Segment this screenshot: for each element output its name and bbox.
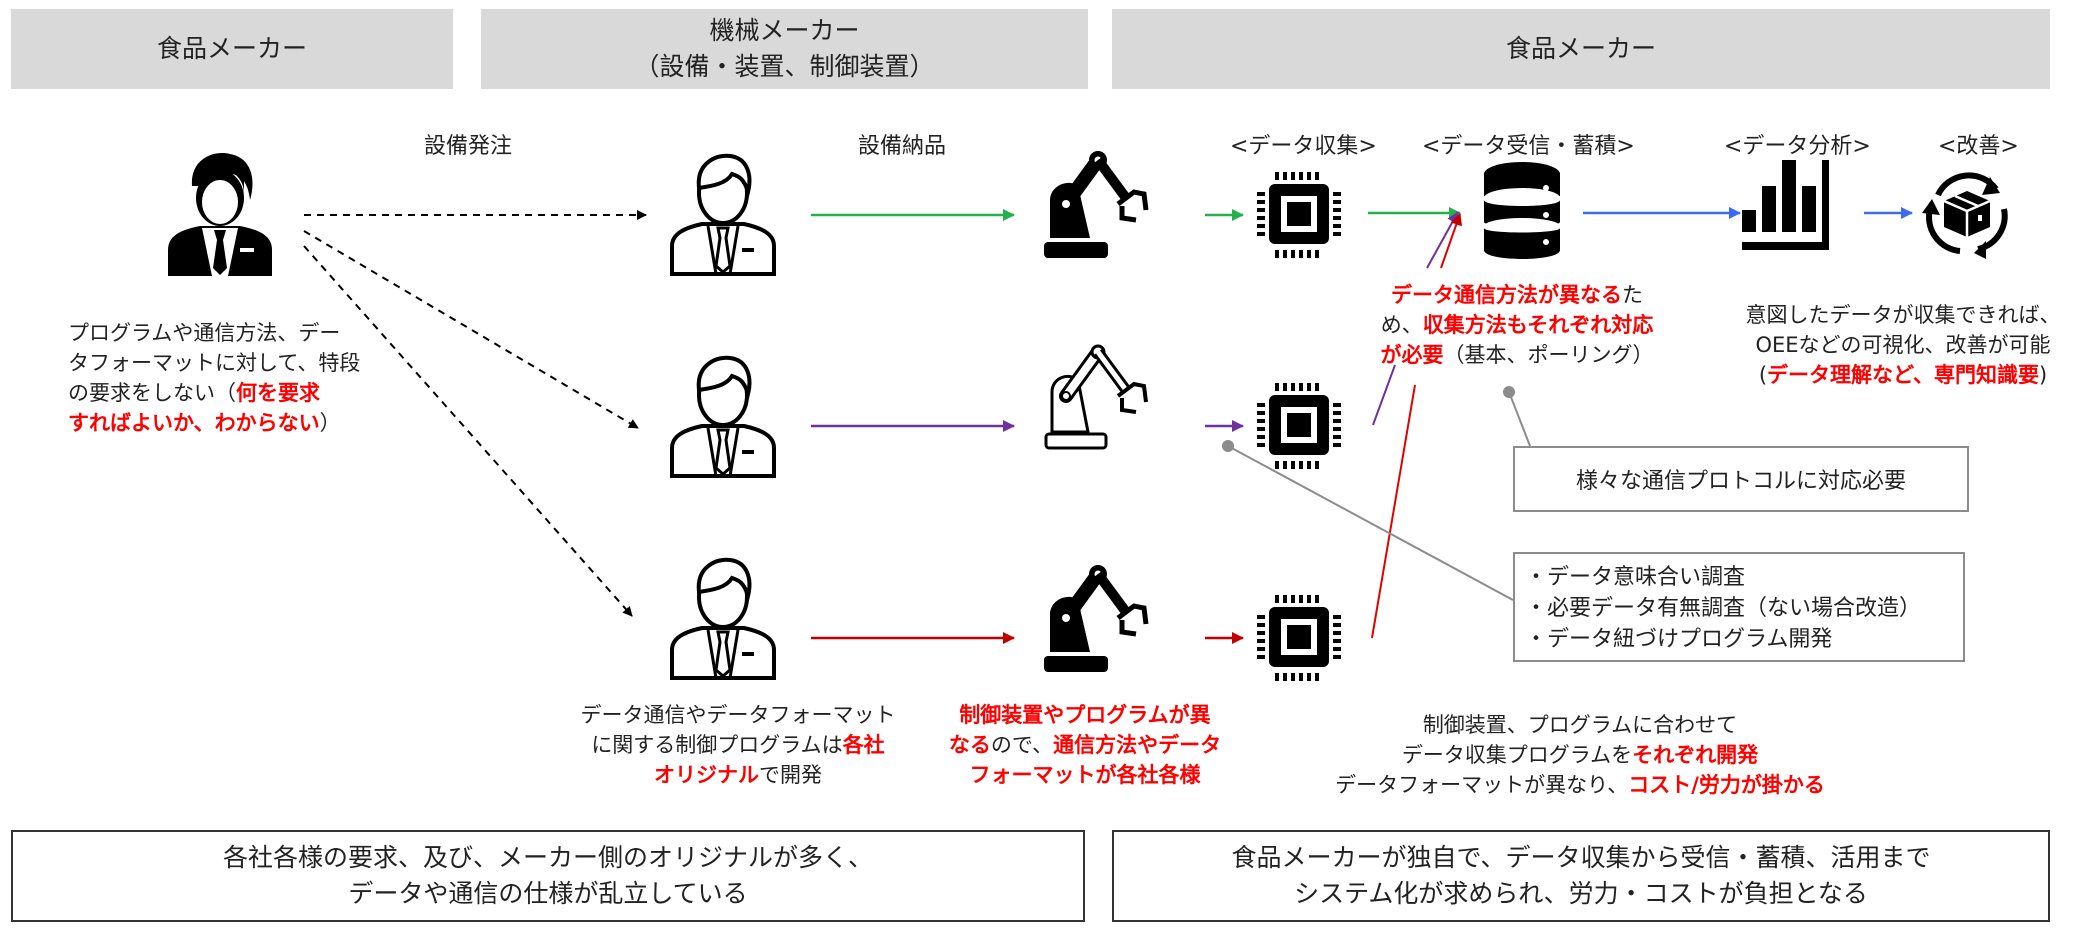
tasks-callout: ・データ意味合い調査 ・必要データ有無調査（ない場合改造） ・データ紐づけプログ… xyxy=(1513,552,1965,662)
summary-box-burden: 食品メーカーが独自で、データ収集から受信・蓄積、活用まで システム化が求められ、… xyxy=(1112,830,2050,922)
controller-note: 制御装置やプログラムが異 なるので、通信方法やデータ フォーマットが各社各様 xyxy=(920,700,1250,790)
note-text: データフォーマットが異なり、 xyxy=(1335,773,1629,797)
note-emphasis: コスト/労力が掛かる xyxy=(1628,773,1825,797)
machine-maker-note: データ通信やデータフォーマット に関する制御プログラムは各社 オリジナルで開発 xyxy=(548,700,928,790)
food-maker-note-line1: プログラムや通信方法、デー xyxy=(68,321,341,345)
analysis-note-line1: 意図したデータが収集できれば、 xyxy=(1745,303,2061,327)
note-text: ( xyxy=(1758,363,1768,387)
note-text: ので、 xyxy=(990,733,1054,757)
protocol-callout-text: 様々な通信プロトコルに対応必要 xyxy=(1575,469,1906,494)
summary-box-specs: 各社各様の要求、及び、メーカー側のオリジナルが多く、 データや通信の仕様が乱立し… xyxy=(11,830,1085,922)
improvement-cycle-icon xyxy=(1922,172,2008,259)
header-machine-maker-line1: 機械メーカー xyxy=(709,16,860,45)
note-emphasis: フォーマットが各社各様 xyxy=(969,763,1201,787)
note-text: ) xyxy=(2038,363,2048,387)
summary-text: データや通信の仕様が乱立している xyxy=(348,879,748,908)
callout-line-protocol xyxy=(1508,391,1531,447)
note-text: データ通信やデータフォーマット xyxy=(580,703,896,727)
header-food-maker-left-label: 食品メーカー xyxy=(156,34,307,63)
summary-text: 食品メーカーが独自で、データ収集から受信・蓄積、活用まで xyxy=(1231,843,1931,872)
note-text: データ収集プログラムを xyxy=(1401,743,1633,767)
chip-icon xyxy=(1257,383,1341,469)
machine-maker-person-icon xyxy=(670,355,776,478)
note-emphasis: それぞれ開発 xyxy=(1632,743,1759,767)
analysis-note: 意図したデータが収集できれば、 OEEなどの可視化、改善が可能 (データ理解など… xyxy=(1718,300,2088,390)
communication-method-note: データ通信方法が異なるた め、収集方法もそれぞれ対応 が必要（基本、ポーリング） xyxy=(1352,280,1682,370)
note-emphasis: データ理解など、専門知識要 xyxy=(1767,363,2039,387)
header-machine-maker: 機械メーカー （設備・装置、制御装置） xyxy=(481,9,1088,89)
note-emphasis: オリジナル xyxy=(654,763,759,787)
note-emphasis: 各社 xyxy=(842,733,885,757)
robot-arm-icon xyxy=(1044,151,1149,258)
food-maker-person-icon xyxy=(168,153,272,276)
machine-maker-person-icon xyxy=(670,557,776,680)
food-maker-note: プログラムや通信方法、デー タフォーマットに対して、特段 の要求をしない（何を要… xyxy=(68,318,368,438)
callout-line-tasks xyxy=(1227,445,1514,601)
task-item: ・データ紐づけプログラム開発 xyxy=(1525,627,1833,652)
food-maker-cost-note: 制御装置、プログラムに合わせて データ収集プログラムをそれぞれ開発 データフォー… xyxy=(1280,710,1880,800)
bar-chart-icon xyxy=(1742,160,1829,250)
store-link-row2 xyxy=(1372,364,1396,426)
protocol-callout: 様々な通信プロトコルに対応必要 xyxy=(1513,446,1969,512)
analysis-note-line2: OEEなどの可視化、改善が可能 xyxy=(1755,333,2051,357)
note-emphasis: 何を要求 xyxy=(236,381,320,405)
task-item: ・データ意味合い調査 xyxy=(1525,565,1746,590)
label-data-collect: <データ収集> xyxy=(1230,134,1377,159)
machine-maker-person-icon xyxy=(670,153,776,276)
store-link-row3 xyxy=(1371,384,1416,639)
label-equipment-order: 設備発注 xyxy=(424,134,513,159)
store-link-row3-upper xyxy=(1440,213,1463,269)
summary-text: 各社各様の要求、及び、メーカー側のオリジナルが多く、 xyxy=(222,843,873,872)
note-text: で開発 xyxy=(759,763,822,787)
store-link-row2-upper xyxy=(1426,211,1459,269)
chip-icon xyxy=(1257,172,1341,258)
note-text: ） xyxy=(319,411,341,435)
order-arrow-row3 xyxy=(303,245,633,617)
food-maker-note-line2: タフォーマットに対して、特段 xyxy=(68,351,361,375)
note-emphasis: 制御装置やプログラムが異 xyxy=(959,703,1211,727)
note-emphasis: が必要 xyxy=(1380,343,1444,367)
chip-icon xyxy=(1257,595,1341,681)
header-food-maker-right-label: 食品メーカー xyxy=(1505,34,1656,63)
summary-text: システム化が求められ、労力・コストが負担となる xyxy=(1294,879,1868,908)
header-food-maker-left: 食品メーカー xyxy=(11,9,453,89)
note-text: （基本、ポーリング） xyxy=(1443,343,1654,367)
note-emphasis: すればよいか、わからない xyxy=(68,411,320,435)
robot-arm-icon xyxy=(1044,565,1149,672)
header-machine-maker-line2: （設備・装置、制御装置） xyxy=(634,52,935,81)
task-item: ・必要データ有無調査（ない場合改造） xyxy=(1525,596,1922,621)
note-text: 制御装置、プログラムに合わせて xyxy=(1422,713,1738,737)
note-text: め、 xyxy=(1380,313,1423,337)
label-equipment-delivery: 設備納品 xyxy=(858,134,947,159)
label-data-analyze: <データ分析> xyxy=(1724,134,1871,159)
note-emphasis: データ通信方法が異なる xyxy=(1391,283,1622,307)
note-emphasis: なる xyxy=(948,733,991,757)
note-text: の要求をしない（ xyxy=(68,381,236,405)
header-food-maker-right: 食品メーカー xyxy=(1112,9,2050,89)
label-improve: <改善> xyxy=(1938,134,2019,159)
database-icon xyxy=(1484,162,1560,259)
note-emphasis: 通信方法やデータ xyxy=(1053,733,1222,757)
food-maker-note-line3: の要求をしない（何を要求 xyxy=(68,378,368,408)
robot-arm-outline-icon xyxy=(1044,344,1148,450)
label-data-receive-store: <データ受信・蓄積> xyxy=(1422,134,1635,159)
food-maker-note-line4: すればよいか、わからない） xyxy=(68,408,368,438)
note-emphasis: 収集方法もそれぞれ対応 xyxy=(1422,313,1654,337)
note-text: た xyxy=(1622,283,1643,307)
note-text: に関する制御プログラムは xyxy=(591,733,843,757)
